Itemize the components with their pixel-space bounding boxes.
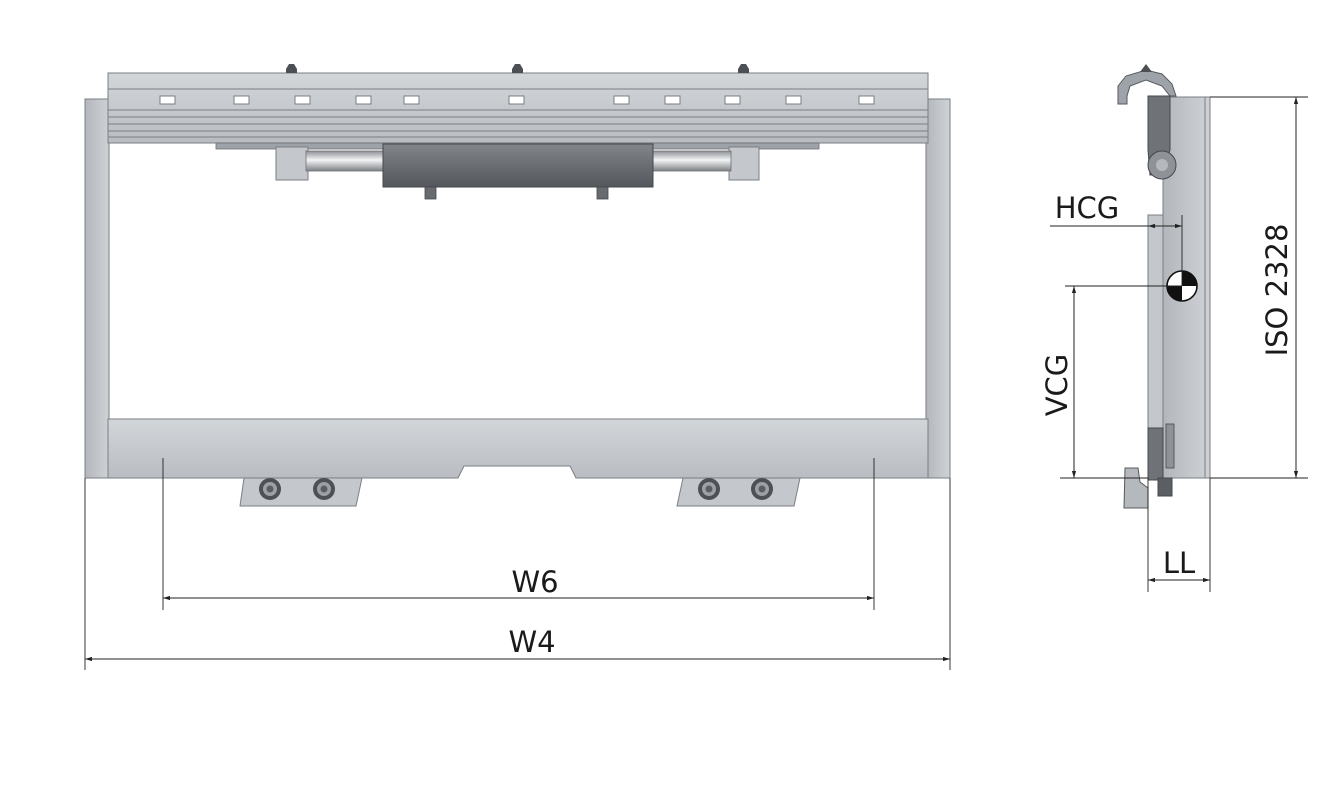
vcg-label: VCG [1040, 354, 1074, 417]
cylinder-body [382, 143, 654, 188]
left-side-plate [84, 98, 110, 479]
right-side-plate [925, 98, 951, 479]
w4-label: W4 [508, 625, 555, 659]
front-view [84, 64, 951, 507]
hydraulic-cylinder [275, 143, 760, 200]
w4-dimension: W4 [84, 478, 951, 670]
piston-rod-left [305, 150, 387, 172]
ll-dimension: LL [1147, 478, 1211, 592]
vcg-dimension: VCG [1040, 285, 1182, 479]
hcg-dimension: HCG [1050, 191, 1183, 286]
hcg-label: HCG [1055, 191, 1120, 225]
side-view [1117, 64, 1211, 509]
top-carriage-bar [107, 64, 929, 144]
bottom-carriage-bar [107, 418, 929, 507]
bolt-group [259, 478, 773, 500]
upper-hook [1117, 64, 1177, 180]
piston-rod-right [650, 150, 732, 172]
iso-2328-label: ISO 2328 [1260, 224, 1294, 357]
iso-2328-dimension: ISO 2328 [1210, 96, 1308, 479]
lower-hook [1123, 423, 1175, 509]
ll-label: LL [1163, 546, 1195, 580]
w6-label: W6 [511, 565, 558, 599]
w6-dimension: W6 [162, 458, 875, 610]
